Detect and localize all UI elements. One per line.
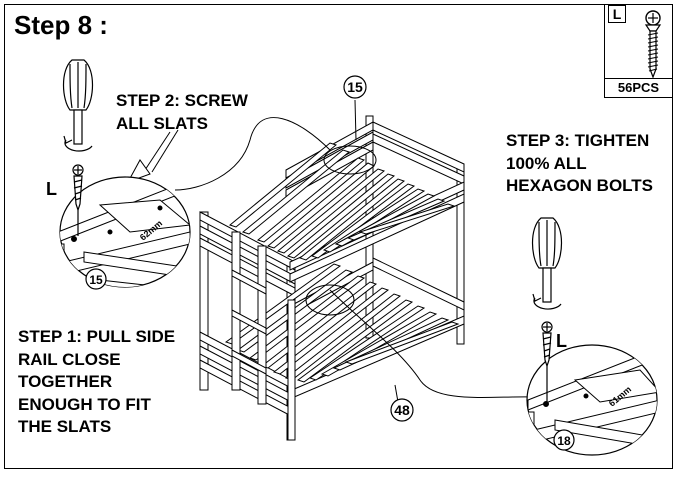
- step2-line: ALL SLATS: [116, 113, 208, 133]
- step3-line: 100% ALL: [506, 153, 587, 173]
- step2-line: STEP 2: SCREW: [116, 91, 248, 110]
- step3-instruction: STEP 3: TIGHTEN 100% ALL HEXAGON BOLTS: [506, 130, 653, 198]
- step1-line: TOGETHER: [18, 372, 113, 391]
- step1-line: RAIL CLOSE: [18, 349, 121, 369]
- step3-line: HEXAGON BOLTS: [506, 176, 654, 195]
- hardware-letter: L: [608, 5, 626, 23]
- screw-icon: [644, 10, 662, 79]
- step1-line: STEP 1: PULL SIDE: [18, 327, 176, 346]
- step3-line: STEP 3: TIGHTEN: [506, 131, 650, 150]
- step-title: Step 8 :: [14, 10, 108, 40]
- step1-line: THE SLATS: [18, 417, 112, 436]
- step2-instruction: STEP 2: SCREW ALL SLATS: [116, 90, 248, 135]
- hardware-box: L 56PCS: [604, 4, 673, 98]
- step1-line: ENOUGH TO FIT: [18, 394, 151, 414]
- step1-instruction: STEP 1: PULL SIDE RAIL CLOSE TOGETHER EN…: [18, 326, 175, 439]
- page-frame: [4, 4, 673, 469]
- hardware-quantity: 56PCS: [605, 78, 672, 97]
